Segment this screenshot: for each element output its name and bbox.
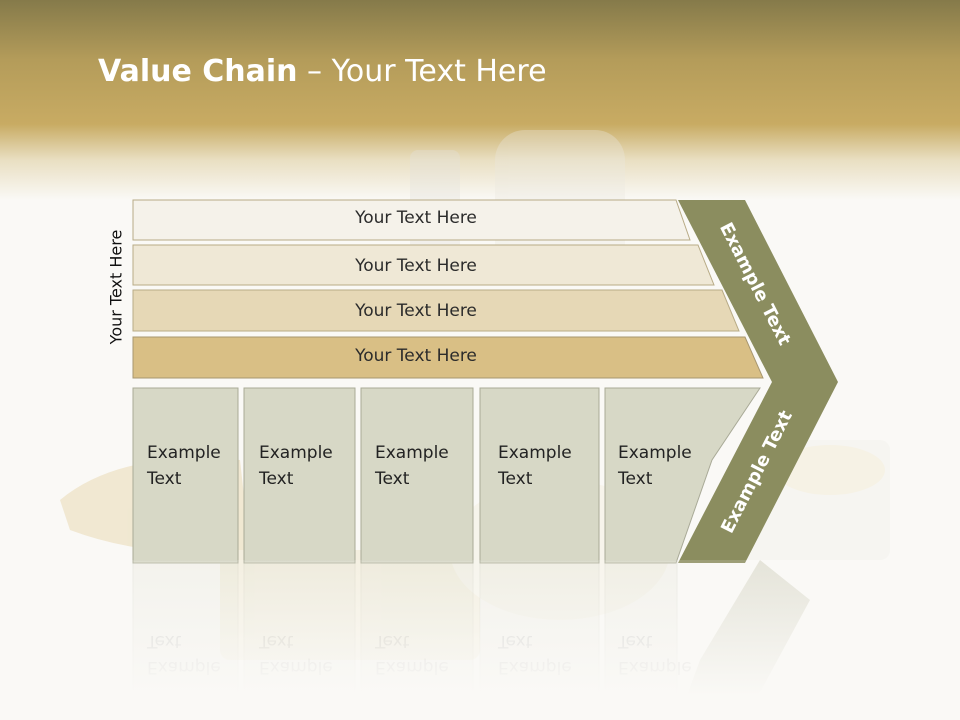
row-band-4 <box>132 336 764 379</box>
box-label-1-line1: Example <box>147 443 221 463</box>
row-label-2: Your Text Here <box>355 256 477 276</box>
title-rest: – Your Text Here <box>297 54 547 89</box>
box-label-1-line2: Text <box>147 469 182 489</box>
box-2 <box>243 387 356 564</box>
box-4 <box>479 387 600 564</box>
row-band-2 <box>132 244 715 286</box>
box-label-5: Example Text <box>618 440 718 492</box>
row-label-4: Your Text Here <box>355 346 477 366</box>
row-label-3: Your Text Here <box>355 301 477 321</box>
title-bold: Value Chain <box>98 54 298 89</box>
box-label-4: Example Text <box>498 440 598 492</box>
row-band-1 <box>132 199 691 241</box>
box-label-4-line2: Text <box>498 469 533 489</box>
box-label-2-line2: Text <box>259 469 294 489</box>
box-5 <box>604 387 761 564</box>
box-label-2: Example Text <box>259 440 359 492</box>
header-band <box>0 0 960 200</box>
box-label-1: Example Text <box>147 440 247 492</box>
page-title: Value Chain – Your Text Here <box>98 54 547 89</box>
row-band-3 <box>132 289 740 332</box>
box-1 <box>132 387 239 564</box>
box-label-5-line1: Example <box>618 443 692 463</box>
box-label-2-line1: Example <box>259 443 333 463</box>
box-label-5-line2: Text <box>618 469 653 489</box>
chevron-arrow <box>678 200 838 563</box>
box-3 <box>360 387 474 564</box>
box-label-3: Example Text <box>375 440 475 492</box>
reflection-fade <box>0 560 960 720</box>
row-label-1: Your Text Here <box>355 208 477 228</box>
box-label-3-line1: Example <box>375 443 449 463</box>
box-label-3-line2: Text <box>375 469 410 489</box>
box-label-4-line1: Example <box>498 443 572 463</box>
